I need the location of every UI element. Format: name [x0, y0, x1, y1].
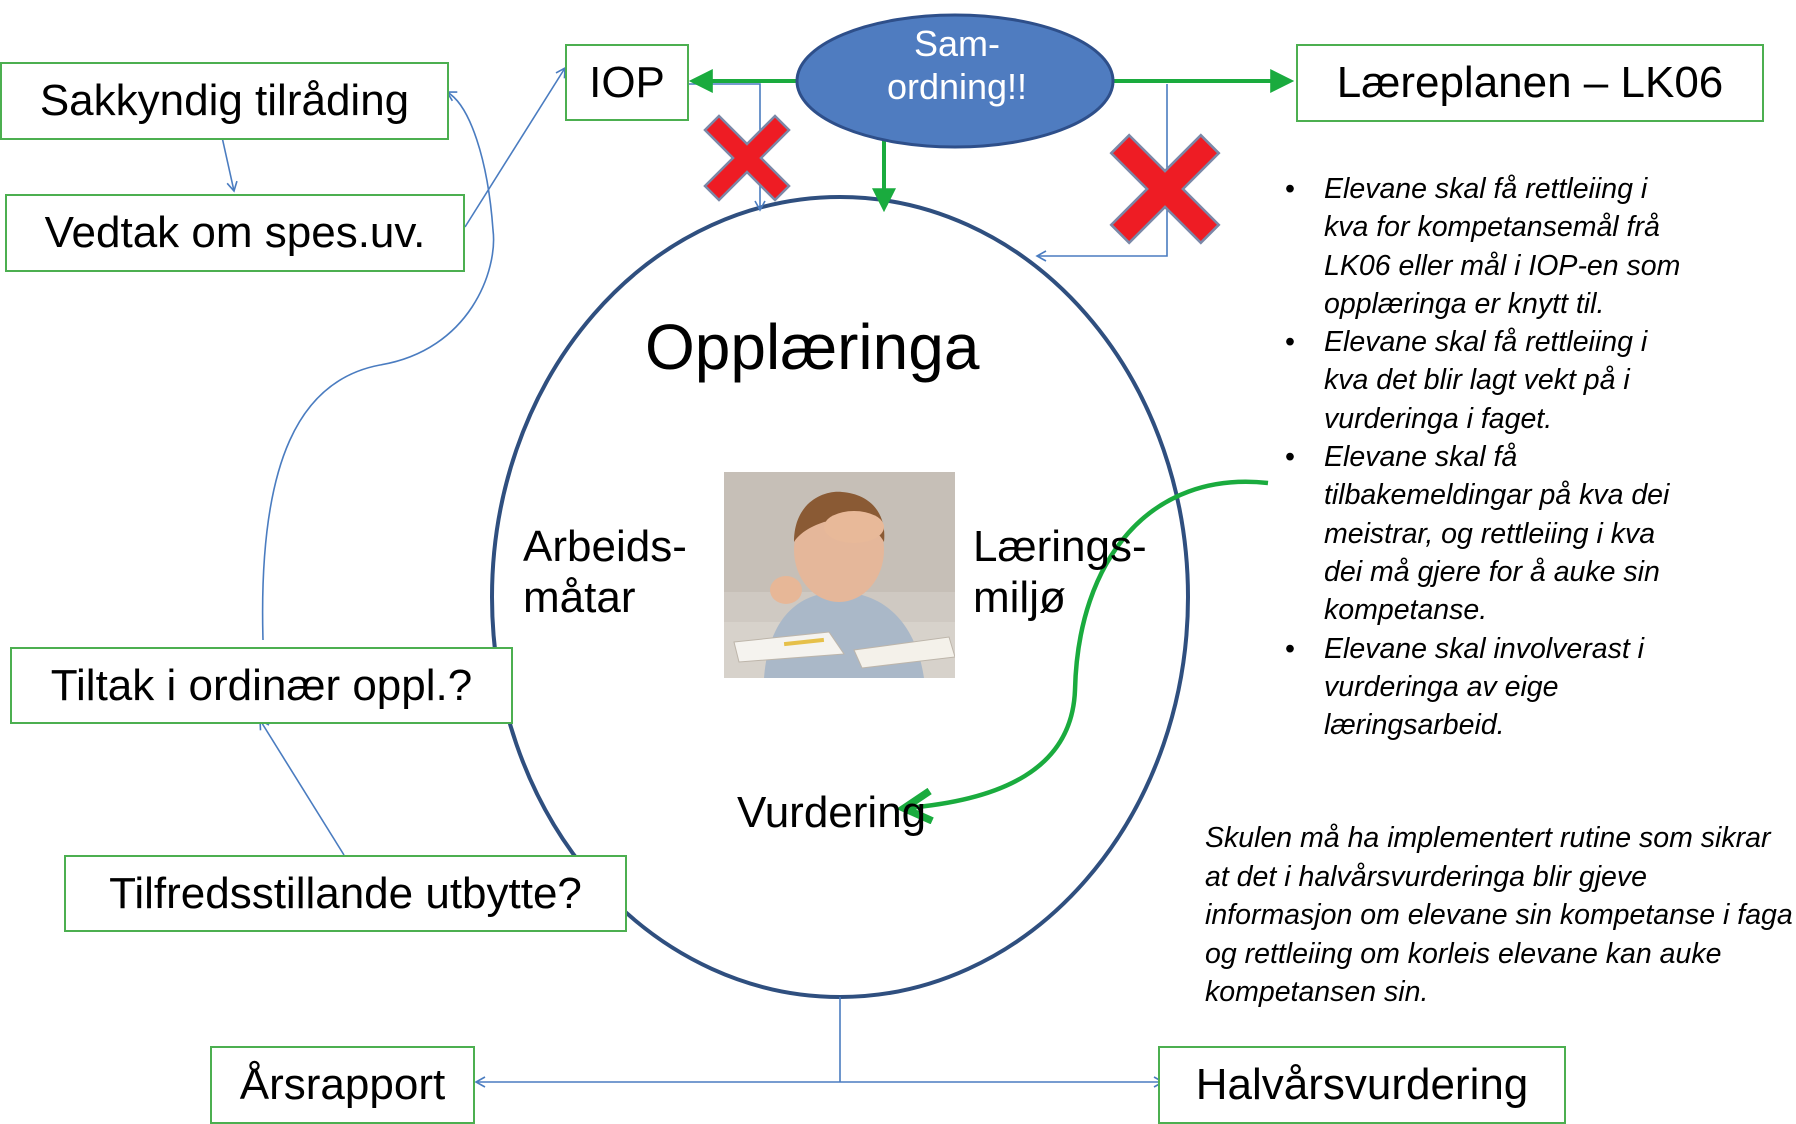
tiltak-to-iop-curve: [261, 91, 495, 641]
box-lk06-label: Læreplanen – LK06: [1336, 58, 1724, 107]
bottom-label: Vurdering: [737, 788, 927, 837]
samordning-text: Sam- ordning!!: [886, 23, 1028, 108]
lk06-to-circle-connector: [1035, 84, 1168, 262]
box-vedtak: Vedtak om spes.uv.: [5, 194, 465, 272]
circle-title: Opplæringa: [645, 311, 980, 383]
samordning-label: Sam- ordning!!: [803, 22, 1111, 108]
box-arsrapport-label: Årsrapport: [239, 1060, 446, 1109]
box-utbytte: Tilfredsstillande utbytte?: [64, 855, 627, 932]
red-cross-lk06: [1109, 133, 1221, 245]
right-label: Lærings- miljø: [973, 522, 1147, 622]
box-tiltak-label: Tiltak i ordinær oppl.?: [50, 660, 473, 710]
box-sakkyndig-label: Sakkyndig tilråding: [39, 76, 410, 125]
child-photo: [724, 472, 955, 678]
box-arsrapport: Årsrapport: [210, 1046, 475, 1124]
feedback-curve-arrow: [907, 479, 1269, 808]
note-text: Skulen må ha implementert rutine som sik…: [1205, 822, 1793, 1008]
box-halvar-label: Halvårsvurdering: [1195, 1060, 1529, 1109]
bullet-item: Elevane skal få rettleiing i kva det bli…: [1285, 323, 1685, 438]
box-lk06: Læreplanen – LK06: [1296, 44, 1764, 122]
left-label: Arbeids- måtar: [523, 522, 687, 622]
red-cross-iop: [703, 114, 791, 202]
box-sakkyndig: Sakkyndig tilråding: [0, 62, 449, 140]
box-tiltak: Tiltak i ordinær oppl.?: [10, 647, 513, 724]
box-iop: IOP: [565, 44, 689, 121]
bullet-list: Elevane skal få rettleiing i kva for kom…: [1285, 170, 1685, 744]
bullet-item: Elevane skal få rettleiing i kva for kom…: [1285, 170, 1685, 323]
vedtak-to-iop-arrow: [464, 66, 566, 228]
sakkyndig-to-vedtak-arrow: [221, 136, 238, 193]
bullet-item: Elevane skal få tilbakemeldingar på kva …: [1285, 438, 1685, 629]
box-utbytte-label: Tilfredsstillande utbytte?: [109, 868, 582, 918]
samordning-ellipse: [795, 13, 1115, 149]
box-halvar: Halvårsvurdering: [1158, 1046, 1566, 1124]
bullet-item: Elevane skal involverast i vurderinga av…: [1285, 630, 1685, 745]
box-vedtak-label: Vedtak om spes.uv.: [44, 208, 426, 257]
box-iop-label: IOP: [589, 57, 665, 107]
utbytte-to-tiltak-arrow: [259, 718, 345, 856]
